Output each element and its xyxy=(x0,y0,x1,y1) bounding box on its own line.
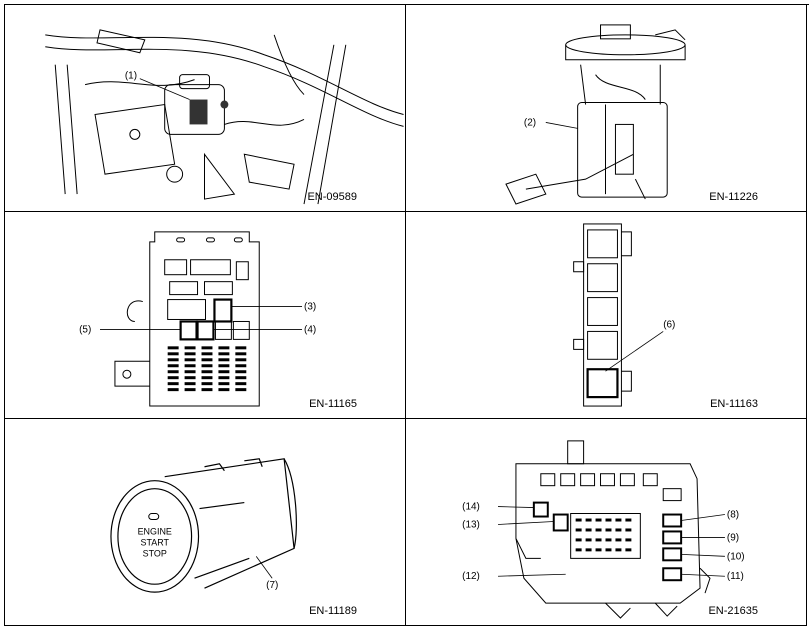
callout-2: (2) xyxy=(524,117,536,128)
figure-code-6: EN-21635 xyxy=(708,605,758,617)
callout-6: (6) xyxy=(663,319,675,330)
fuse-box-drawing: (3) (4) (5) xyxy=(79,231,316,407)
start-button-drawing: ENGINE START STOP (7) xyxy=(110,458,297,593)
callout-13: (13) xyxy=(462,519,480,530)
callout-4: (4) xyxy=(304,324,316,335)
engine-bay-drawing: (1) xyxy=(45,29,404,205)
leader-11 xyxy=(681,573,725,577)
panel-start-button: ENGINE START STOP (7) EN-11189 xyxy=(5,419,406,626)
relay-strip-drawing: (6) xyxy=(573,223,675,407)
leader-12 xyxy=(498,573,566,577)
button-text-stop: STOP xyxy=(143,548,167,558)
callout-9: (9) xyxy=(727,532,739,543)
button-text-start: START xyxy=(141,537,170,547)
fuel-pump-drawing: (2) xyxy=(505,24,686,205)
figure-code-2: EN-11226 xyxy=(709,191,758,203)
button-text-engine: ENGINE xyxy=(138,526,172,536)
panel-fuel-pump: (2) EN-11226 xyxy=(406,5,807,212)
figure-code-4: EN-11163 xyxy=(710,398,758,410)
leader-7 xyxy=(255,556,273,579)
callout-5: (5) xyxy=(79,324,91,335)
callout-11: (11) xyxy=(727,571,744,582)
callout-7: (7) xyxy=(266,580,278,591)
panel-engine-fuse-box: (8) (9) (10) (11) (12) (13) (14) EN-2163… xyxy=(406,419,807,626)
callout-8: (8) xyxy=(727,510,739,521)
callout-3: (3) xyxy=(304,302,316,313)
callout-14: (14) xyxy=(462,502,480,513)
figure-code-5: EN-11189 xyxy=(309,605,357,617)
leader-8 xyxy=(681,514,725,521)
leader-6 xyxy=(605,331,664,372)
panel-relay-strip: (6) EN-11163 xyxy=(406,212,807,419)
leader-10 xyxy=(681,553,725,557)
callout-12: (12) xyxy=(462,571,480,582)
figure-code-1: EN-09589 xyxy=(307,191,357,203)
figure-grid: (1) EN-09589 (2) EN-11226 xyxy=(4,4,809,626)
leader-13 xyxy=(498,521,554,525)
panel-fuse-box: (3) (4) (5) EN-11165 xyxy=(5,212,406,419)
leader-1 xyxy=(139,78,190,100)
leader-2 xyxy=(545,122,578,129)
leader-14 xyxy=(498,506,534,508)
callout-10: (10) xyxy=(727,551,745,562)
figure-code-3: EN-11165 xyxy=(309,398,357,410)
panel-engine-bay: (1) EN-09589 xyxy=(5,5,406,212)
engine-fuse-box-drawing: (8) (9) (10) (11) (12) (13) (14) xyxy=(462,440,745,619)
callout-1: (1) xyxy=(125,71,137,82)
